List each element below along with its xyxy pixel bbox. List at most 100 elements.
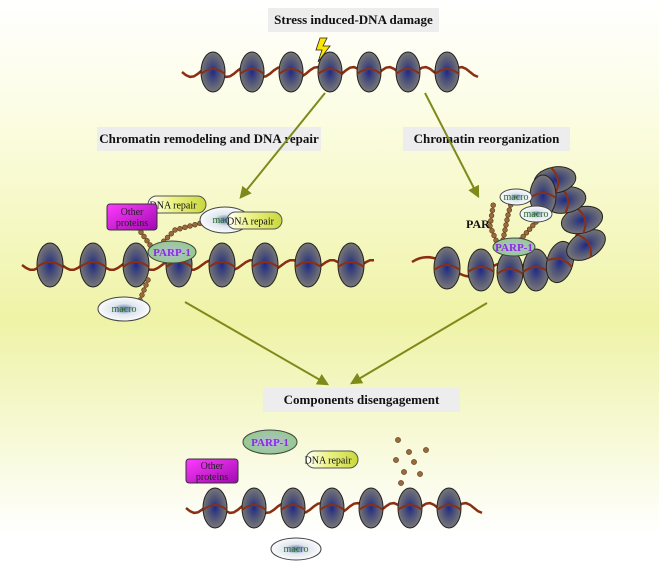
nucleosome-top-4 <box>356 51 382 93</box>
par-bead <box>177 225 183 232</box>
nucleosome-wrap <box>395 68 421 75</box>
nucleosome-left-7 <box>337 242 365 288</box>
dna-repair-label: DNA repair <box>227 217 275 228</box>
par-bead <box>503 222 509 228</box>
nucleosome-wrap <box>550 166 560 194</box>
par-bead <box>164 234 171 241</box>
title-stress-dna-damage: Stress induced-DNA damage <box>268 8 439 32</box>
par-bead <box>526 226 533 232</box>
par-bead <box>182 224 188 231</box>
parp1-label: PARP-1 <box>153 247 191 259</box>
macro-label: macro <box>112 304 137 315</box>
nucleosome-core <box>251 242 279 288</box>
nucleosome-bottom-2 <box>280 487 306 529</box>
nucleosome-right-1 <box>467 248 495 292</box>
nucleosome-core <box>434 51 460 93</box>
nucleosome-wrap <box>436 504 462 511</box>
nucleosome-core <box>436 487 462 529</box>
nucleosome-right-2 <box>496 250 524 294</box>
nucleosome-wrap <box>337 261 365 268</box>
nucleosome-bottom-1 <box>241 487 267 529</box>
par-bead <box>145 277 151 283</box>
nucleosome-wrap <box>294 261 322 268</box>
macro-right-1: macro <box>499 188 533 206</box>
macro-label: macro <box>504 192 529 203</box>
par-bead <box>488 212 495 219</box>
nucleosome-top-5 <box>395 51 421 93</box>
nucleosome-bottom-3 <box>319 487 345 529</box>
nucleosome-core <box>433 246 461 290</box>
nucleosome-wrap <box>202 504 228 511</box>
par-bead <box>141 233 147 240</box>
macro-right-2: macro <box>519 205 553 223</box>
other-proteins-label-2: proteins <box>196 472 228 483</box>
arrow-from-remodeling <box>184 301 330 386</box>
nucleosome-left-0 <box>36 242 64 288</box>
macro-shape <box>519 205 553 223</box>
nucleosome-core <box>202 487 228 529</box>
nucleosome-core <box>79 242 107 288</box>
par-bead <box>501 232 507 238</box>
parp1-right: PARP-1 <box>492 237 536 257</box>
nucleosome-wrap <box>356 68 382 75</box>
par-bead <box>143 282 149 288</box>
par-bead <box>523 230 530 236</box>
macro-shape <box>270 537 322 561</box>
nucleosome-core <box>397 487 423 529</box>
nucleosome-wrap <box>278 68 304 75</box>
nucleosome-left-2 <box>122 242 150 288</box>
nucleosome-wrap <box>433 264 461 271</box>
nucleosome-wrap <box>576 207 587 234</box>
par-bead-free <box>411 459 417 465</box>
dna-repair-left-1: DNA repair <box>147 195 207 214</box>
par-bead <box>138 229 144 235</box>
title-chromatin-remodeling: Chromatin remodeling and DNA repair <box>97 127 321 151</box>
nucleosome-core <box>200 51 226 93</box>
par-bead <box>506 207 513 213</box>
dna-repair-bottom: DNA repair <box>305 450 359 469</box>
nucleosome-wrap <box>241 504 267 511</box>
nucleosome-wrap <box>397 504 423 511</box>
flow-arrows <box>184 92 488 386</box>
nucleosome-right-0 <box>433 246 461 290</box>
nucleosome-top-6 <box>434 51 460 93</box>
par-bead <box>168 231 174 237</box>
arrow-to-remodeling <box>239 92 326 199</box>
par-label: PAR <box>466 217 490 231</box>
par-bead <box>144 238 150 244</box>
par-bead <box>504 217 510 223</box>
nucleosomes <box>36 51 606 529</box>
par-bead-free <box>417 471 423 477</box>
nucleosome-left-4 <box>208 242 236 288</box>
nucleosome-wrap <box>251 261 279 268</box>
nucleosome-left-1 <box>79 242 107 288</box>
parp1-shape <box>492 237 536 257</box>
dna-repair-left-2: DNA repair <box>226 211 283 230</box>
parp1-shape <box>147 240 197 264</box>
nucleosome-wrap <box>434 68 460 75</box>
macro-label: macro <box>213 215 238 226</box>
par-bead-free <box>423 447 429 453</box>
nucleosome-wrap <box>200 68 226 75</box>
macro-label: macro <box>524 209 549 220</box>
par-bead <box>192 221 198 228</box>
nucleosome-bottom-6 <box>436 487 462 529</box>
par-bead <box>505 212 511 218</box>
dna-repair-label: DNA repair <box>305 456 353 467</box>
other-proteins-shape <box>106 203 158 231</box>
macro-shape <box>499 188 533 206</box>
nucleosome-wrap <box>358 504 384 511</box>
nucleosome-wrap <box>496 268 524 275</box>
nucleosome-right-5 <box>566 229 606 261</box>
par-bead <box>530 222 536 229</box>
nucleosome-wrap <box>239 68 265 75</box>
nucleosome-core <box>280 487 306 529</box>
nucleosome-core <box>36 242 64 288</box>
par-bead <box>139 292 145 298</box>
nucleosome-wrap <box>122 261 150 268</box>
par-chain-right-1 <box>500 202 514 243</box>
dna-repair-shape <box>305 450 359 469</box>
nucleosome-top-1 <box>239 51 265 93</box>
